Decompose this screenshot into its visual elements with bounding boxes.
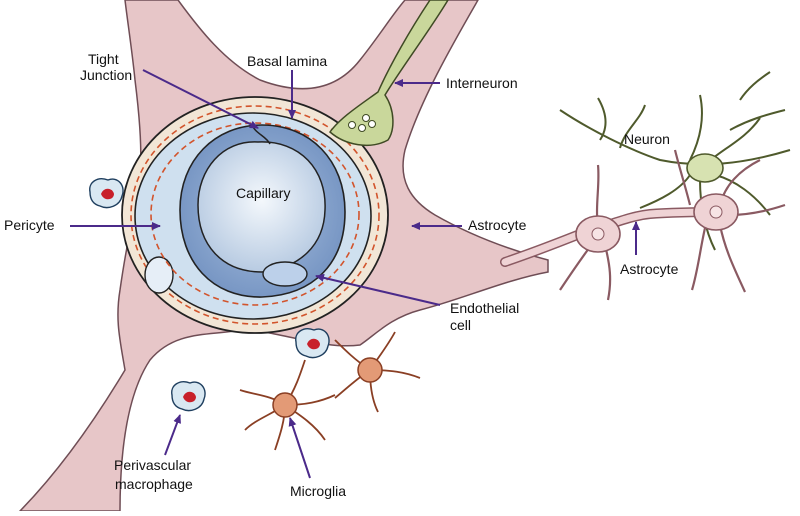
neuron <box>559 71 791 251</box>
vesicle <box>358 124 366 132</box>
label-interneuron: Interneuron <box>446 75 518 91</box>
label-neuron: Neuron <box>624 131 670 147</box>
pericyte-nucleus <box>144 256 174 294</box>
label-capillary: Capillary <box>236 185 290 201</box>
label-pericyte: Pericyte <box>4 217 55 233</box>
label-perivascular-macrophage: Perivascular <box>114 457 191 473</box>
microglia-soma <box>272 392 298 418</box>
microglia-soma <box>357 357 383 383</box>
microglia <box>239 331 421 451</box>
label-astrocyte: Astrocyte <box>468 217 527 233</box>
endothelial-nucleus <box>262 261 308 287</box>
astrocyte-nucleus <box>709 205 723 219</box>
label-endothelial-cell: cell <box>450 317 471 333</box>
label-tight-junction: Tight <box>88 51 119 67</box>
capillary-lumen <box>197 141 326 273</box>
label-endothelial-cell: Endothelial <box>450 300 519 316</box>
macrophage <box>171 381 206 412</box>
basal-lamina-dash-outer <box>130 105 380 325</box>
vesicle <box>362 114 370 122</box>
neuron-soma <box>686 153 724 183</box>
basal-lamina-dash-inner <box>150 122 360 306</box>
label-astrocyte: Astrocyte <box>620 261 679 277</box>
label-tight-junction: Junction <box>80 67 132 83</box>
macrophage <box>295 328 330 359</box>
label-basal-lamina: Basal lamina <box>247 53 327 69</box>
vesicle <box>348 121 356 129</box>
label-perivascular-macrophage: macrophage <box>115 476 193 492</box>
interneuron <box>328 0 449 147</box>
label-arrows <box>70 69 640 479</box>
macrophage <box>89 178 124 209</box>
label-microglia: Microglia <box>290 483 346 499</box>
vesicle <box>368 120 376 128</box>
astrocyte-nucleus <box>591 227 605 241</box>
